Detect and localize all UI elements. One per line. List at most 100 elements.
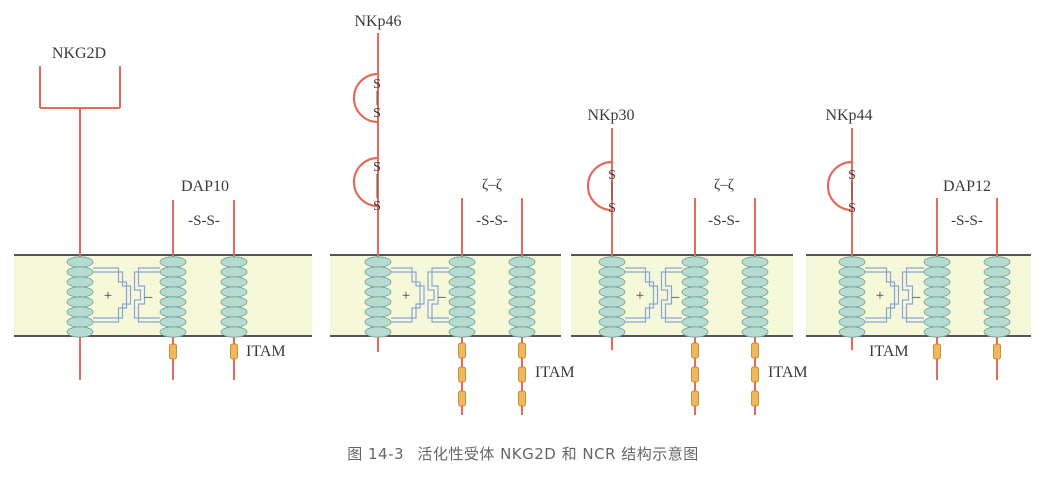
zeta2-right-coil-7 [741,316,769,328]
zeta1-left-coil-7 [448,316,476,328]
nkp30-coil-6 [598,306,626,318]
zeta1-left-coil-2 [448,266,476,278]
nkp30-coil-8 [598,326,626,338]
nkp44-coil-4 [838,286,866,298]
zeta2-left-coil-5 [681,296,709,308]
dap12-left-coil-8 [923,326,951,338]
charge-bracket-4-4 [905,267,924,323]
dap12-left-coil-3 [923,276,951,288]
charge-bracket-1-2 [93,267,128,323]
itam-zeta1-right-2 [518,366,526,383]
zeta2-right-coil-5 [741,296,769,308]
nkp44-loop-s-upper: S [848,168,856,183]
dap12-right-coil-4 [983,286,1011,298]
nkp46-coil-4 [364,286,392,298]
nkp30-ig-loop [586,160,613,212]
figure-title: 活化性受体 NKG2D 和 NCR 结构示意图 [417,445,699,463]
dap10-right-coil-7 [220,316,248,328]
itam-label-dap12: ITAM [869,343,909,360]
charge-bracket-3-4 [664,267,682,323]
dap10-right-coil-1 [220,256,248,268]
charge-bracket-2-3 [427,271,449,319]
nkg2d-coil-6 [66,306,94,318]
nkp44-loop-s-lower: S [848,201,856,216]
dap10-left-coil-5 [159,296,187,308]
nkp44-coil-7 [838,316,866,328]
zeta1-right-coil-6 [508,306,536,318]
nkg2d-coil-7 [66,316,94,328]
plus-sign: + [636,288,644,304]
charge-bracket-1-3 [133,271,160,319]
itam-zeta2-left-1 [691,342,699,359]
charge-bracket-1-1 [93,271,132,319]
charge-interactions [93,267,924,323]
minus-sign: – [912,289,921,305]
dap12-right-coil-7 [983,316,1011,328]
itam-label-dap10: ITAM [246,343,286,360]
dap10-disulfide: -S-S- [188,213,220,229]
dap12-disulfide: -S-S- [951,213,983,229]
nkp44-coil-5 [838,296,866,308]
nkg2d-coil-2 [66,266,94,278]
itam-dap10-right [230,343,238,360]
charge-bracket-3-2 [625,267,655,323]
zeta2-left-coil-7 [681,316,709,328]
itam-zeta2-left-2 [691,366,699,383]
nkp30-coil-1 [598,256,626,268]
minus-sign: – [437,289,446,305]
dap10-left-coil-8 [159,326,187,338]
zeta2-right-coil-2 [741,266,769,278]
nkp46-coil-1 [364,256,392,268]
dap10-right-coil-5 [220,296,248,308]
charge-bracket-1-4 [137,267,160,323]
figure-number: 图 14-3 [347,445,405,463]
zeta2-right-coil-1 [741,256,769,268]
itam-label-zeta2: ITAM [768,364,808,381]
zeta1-right-coil-7 [508,316,536,328]
nkp30-coil-5 [598,296,626,308]
itam-dap10-left [169,343,177,360]
zeta1-right-coil-5 [508,296,536,308]
itam-dap12-right [993,343,1001,360]
zeta1-left-coil-8 [448,326,476,338]
itam-zeta1-right-3 [518,390,526,407]
nkp30-label: NKp30 [587,107,634,124]
charge-bracket-4-2 [865,267,896,323]
nkp44-label: NKp44 [825,107,872,124]
dap12-left-coil-4 [923,286,951,298]
zeta1-right-coil-1 [508,256,536,268]
plus-sign: + [104,288,112,304]
itam-zeta2-right-2 [751,366,759,383]
charge-bracket-4-1 [865,271,900,319]
nkp44-coil-3 [838,276,866,288]
dap10-right-coil-8 [220,326,248,338]
dap12-right-coil-6 [983,306,1011,318]
dap10-right-coil-2 [220,266,248,278]
nkp46-coil-3 [364,276,392,288]
zeta2-left-coil-8 [681,326,709,338]
nkp44-coil-2 [838,266,866,278]
zeta2-right-coil-6 [741,306,769,318]
nkp46-label: NKp46 [354,13,401,30]
dap12-left-coil-1 [923,256,951,268]
zeta1-left-coil-4 [448,286,476,298]
zeta1-left-coil-1 [448,256,476,268]
dap10-left-coil-1 [159,256,187,268]
nkp30-coil-3 [598,276,626,288]
dap10-left-coil-4 [159,286,187,298]
itam-label-zeta1: ITAM [535,364,575,381]
zeta2-right-coil-4 [741,286,769,298]
dap12-left-coil-2 [923,266,951,278]
plus-sign: + [876,288,884,304]
itam-zeta1-left-3 [458,390,466,407]
zeta2-left-coil-1 [681,256,709,268]
dap12-label: DAP12 [943,178,991,195]
nkp44-ig-loop [826,160,853,212]
charge-bracket-2-1 [391,271,425,319]
nkg2d-label: NKG2D [52,45,106,62]
nkg2d-coil-4 [66,286,94,298]
zeta1-left-coil-6 [448,306,476,318]
dap12-right-coil-2 [983,266,1011,278]
zeta2-right-coil-3 [741,276,769,288]
